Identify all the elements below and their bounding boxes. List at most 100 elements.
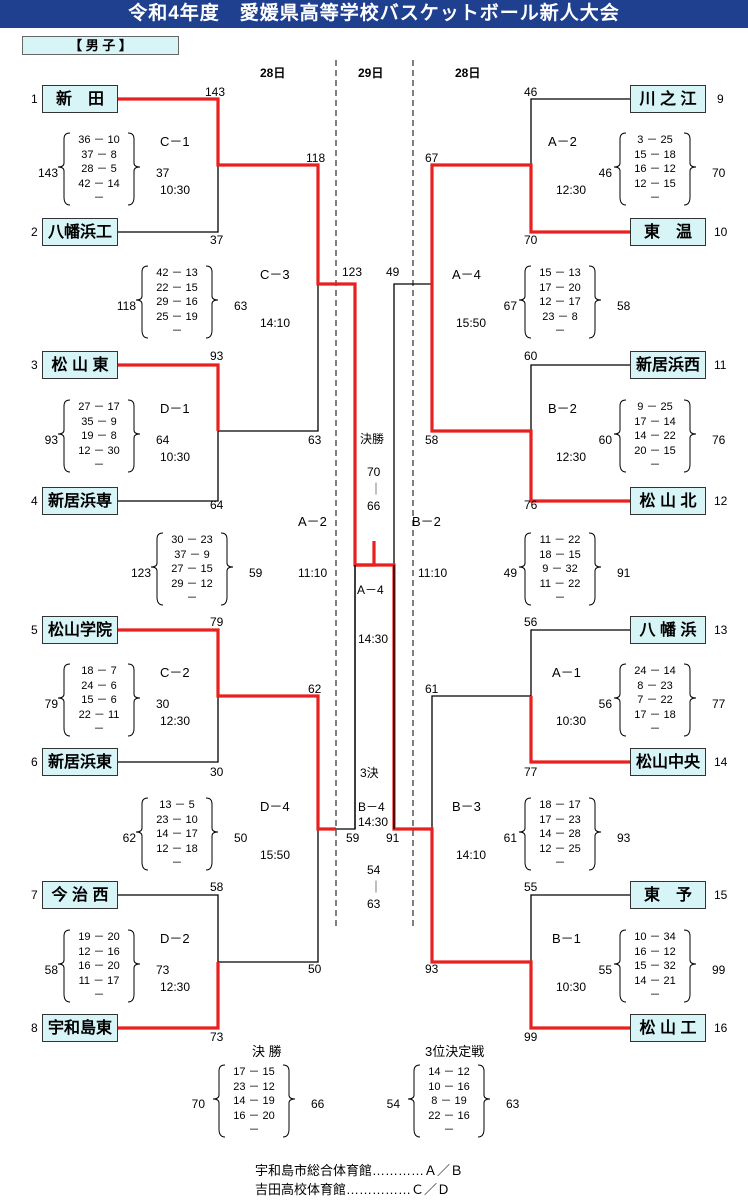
game-d1-brace	[57, 399, 141, 473]
line-t2	[118, 165, 219, 233]
summary-third-brace-right	[477, 1064, 491, 1138]
game-c1-brace	[57, 132, 141, 206]
third-dash: ｜	[370, 880, 383, 894]
game-c2-time: 12:30	[160, 714, 191, 728]
game-rb3-score-a: 61	[503, 831, 517, 845]
game-rb2-brace-left	[613, 399, 627, 473]
final-court: A－4	[357, 583, 384, 597]
game-rb2s-brace-right	[588, 532, 602, 606]
game-c2-period-1: 18 － 7	[81, 665, 117, 677]
game-a2-period-4: 29 － 12	[171, 577, 213, 590]
game-ra2-score-a: 46	[598, 166, 612, 180]
final-label: 決勝	[360, 432, 385, 446]
game-ra1-period-1: 24 － 14	[634, 665, 676, 677]
line-t13	[530, 629, 630, 696]
game-rb1-score-a: 55	[598, 963, 612, 977]
game-a2-time: 11:10	[298, 566, 328, 580]
game-d1-period-1: 27 － 17	[78, 401, 120, 413]
score-shinden-semi: 123	[342, 265, 363, 279]
third-place-line	[354, 565, 395, 829]
game-d1-brace-left	[57, 399, 71, 473]
game-ra4-court: A－4	[452, 267, 481, 282]
game-ra2-period-3: 16 － 12	[634, 163, 676, 175]
game-rb2-court: B－2	[548, 401, 577, 416]
game-c2-brace-left	[57, 663, 71, 737]
win-t12	[430, 284, 630, 503]
score-matsuyama-higashi-r1: 93	[210, 349, 224, 363]
game-ra1-period-2: 8 － 23	[637, 679, 673, 692]
line-t7	[118, 894, 219, 962]
score-yawatahama-r1: 56	[524, 615, 538, 629]
third-time: 14:30	[358, 815, 389, 829]
game-ra1-score-a: 56	[598, 697, 612, 711]
game-d4-brace	[135, 797, 219, 871]
page-title: 令和4年度 愛媛県高等学校バスケットボール新人大会	[0, 0, 748, 28]
game-rb1-period-1: 10 － 34	[634, 931, 676, 943]
game-rb2s-brace-left	[518, 532, 532, 606]
summary-third-period-1: 14 － 12	[428, 1066, 470, 1078]
third-court: B－4	[358, 800, 385, 814]
game-c1-period-3: 28 － 5	[81, 163, 117, 175]
third-score-b: 63	[367, 897, 381, 911]
game-rb2s-time: 11:10	[418, 566, 448, 580]
line-t9	[530, 98, 630, 165]
score-yawatahama-ko-r1: 37	[210, 233, 224, 247]
game-d2-court: D－2	[160, 931, 190, 946]
game-a2-brace-left	[150, 532, 164, 606]
summary-final-brace	[212, 1064, 296, 1138]
game-ra4-brace-left	[518, 265, 532, 339]
seed-6: 6	[31, 755, 38, 769]
summary-final-label: 決 勝	[252, 1044, 282, 1059]
game-d1-court: D－1	[160, 401, 190, 416]
game-c2-period-5: －	[93, 723, 105, 735]
venue-line-2: 吉田高校体育館……………Ｃ／Ｄ	[255, 1182, 451, 1197]
game-c3-score-a: 118	[116, 299, 136, 313]
seed-3: 3	[31, 358, 38, 372]
score-toon-semi: 49	[386, 265, 400, 279]
game-c2-period-3: 15 － 6	[81, 694, 117, 706]
game-rb1-period-2: 16 － 12	[634, 945, 676, 958]
game-d2-period-2: 12 － 16	[78, 945, 120, 958]
team-matsuyama-gakuin: 松山学院	[42, 616, 118, 644]
game-c2-period-4: 22 － 11	[78, 708, 120, 721]
game-a2-period-2: 37 － 9	[174, 548, 210, 561]
line-left-semi-loser	[336, 565, 356, 830]
game-c1-period-1: 36 － 10	[78, 134, 120, 146]
seed-9: 9	[717, 92, 724, 106]
game-ra4-brace	[518, 265, 602, 339]
game-c2-score-a: 79	[44, 697, 58, 711]
game-d1-brace-right	[127, 399, 141, 473]
game-ra4-period-3: 12 － 17	[539, 296, 581, 308]
game-ra1-period-3: 7 － 22	[637, 694, 673, 706]
game-c2-brace	[57, 663, 141, 737]
game-a2-period-3: 27 － 15	[171, 563, 213, 575]
game-c1-score-b: 37	[156, 166, 170, 180]
line-t15	[530, 894, 630, 962]
seed-8: 8	[31, 1021, 38, 1035]
seed-2: 2	[31, 225, 38, 239]
line-t6	[118, 696, 219, 763]
game-rb2s-period-1: 11 － 22	[539, 534, 581, 546]
game-d4-period-2: 23 － 10	[156, 813, 198, 826]
game-rb3-brace-left	[518, 797, 532, 871]
team-uwajima-higashi: 宇和島東	[42, 1014, 118, 1042]
game-c1-brace-left	[57, 132, 71, 206]
game-c1-time: 10:30	[160, 183, 191, 197]
summary-third-label: 3位決定戦	[425, 1044, 485, 1059]
summary-final-period-3: 14 － 19	[233, 1095, 275, 1107]
game-rb2-score-b: 76	[712, 433, 726, 447]
game-d4-period-3: 14 － 17	[156, 828, 198, 840]
game-c3-court: C－3	[260, 267, 290, 282]
game-ra2-score-b: 70	[712, 166, 726, 180]
third-label: 3決	[360, 766, 379, 780]
game-rb1-period-4: 14 － 21	[634, 974, 676, 987]
line-t4	[118, 431, 219, 502]
score-niihama-higashi-r1: 30	[210, 765, 224, 779]
score-matsuyama-ko-semi: 91	[386, 831, 400, 845]
game-rb2-period-4: 20 － 15	[634, 444, 676, 457]
game-rb2s-period-3: 9 － 32	[542, 563, 578, 575]
